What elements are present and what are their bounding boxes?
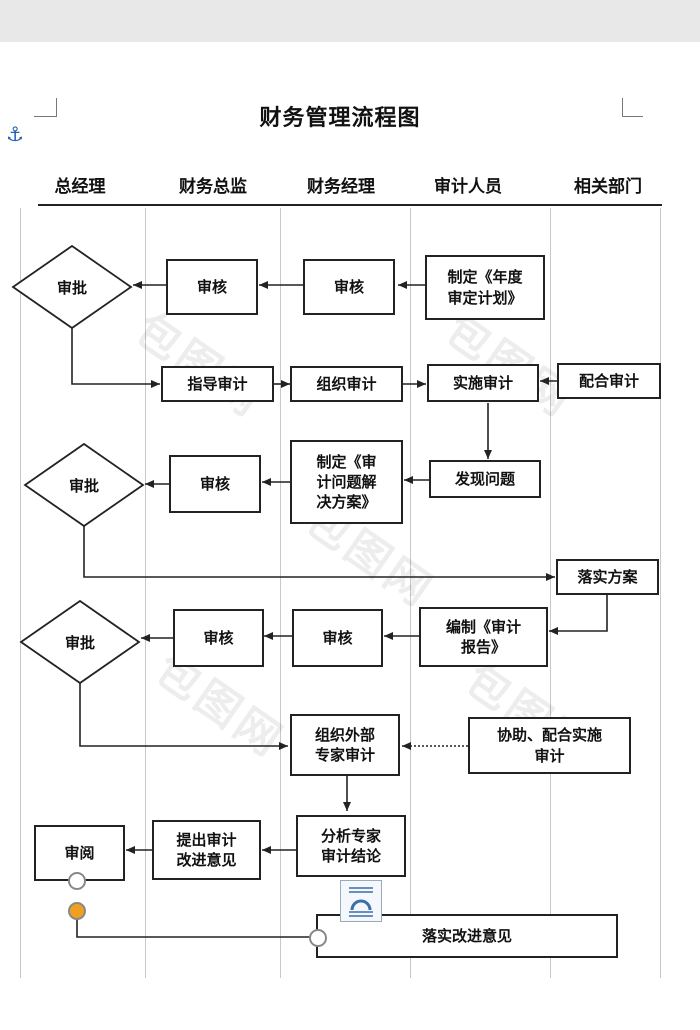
arrow-approve-to-guide bbox=[71, 328, 160, 388]
process-box: 发现问题 bbox=[429, 460, 541, 498]
process-box: 审核 bbox=[303, 259, 395, 315]
header-rule bbox=[38, 204, 662, 206]
process-box: 编制《审计 报告》 bbox=[419, 607, 548, 667]
lane-separator bbox=[550, 208, 551, 978]
process-box: 审核 bbox=[292, 609, 383, 667]
process-box: 制定《审 计问题解 决方案》 bbox=[290, 440, 403, 524]
arrow-implement-plan-to-report bbox=[549, 594, 608, 635]
process-box: 制定《年度 审定计划》 bbox=[425, 255, 545, 320]
process-box: 落实方案 bbox=[556, 559, 659, 595]
anchor-icon[interactable]: ⚓ bbox=[6, 122, 24, 146]
resize-handle[interactable] bbox=[68, 872, 86, 890]
decision-label: 审批 bbox=[56, 279, 87, 297]
process-box: 审核 bbox=[169, 455, 261, 513]
lane-separator bbox=[280, 208, 281, 978]
process-box: 分析专家 审计结论 bbox=[296, 815, 406, 877]
lane-separator bbox=[410, 208, 411, 978]
layout-options-icon[interactable] bbox=[340, 880, 382, 922]
lane-header-finance-director: 财务总监 bbox=[179, 177, 247, 197]
process-box: 协助、配合实施 审计 bbox=[468, 717, 631, 774]
process-box: 审核 bbox=[173, 609, 264, 667]
process-box: 实施审计 bbox=[427, 364, 539, 402]
crop-mark-left bbox=[34, 98, 57, 117]
lane-separator bbox=[20, 208, 21, 978]
arrow-approve-to-implement-plan bbox=[83, 526, 555, 581]
arrow-approve-to-external-audit bbox=[79, 683, 288, 750]
page-title: 财务管理流程图 bbox=[259, 106, 421, 131]
adjust-handle[interactable] bbox=[68, 902, 86, 920]
lane-separator bbox=[660, 208, 661, 978]
layout-options-glyph bbox=[349, 887, 373, 917]
decision-label: 审批 bbox=[68, 477, 99, 495]
lane-header-auditor: 审计人员 bbox=[434, 177, 502, 197]
process-box: 配合审计 bbox=[557, 363, 661, 399]
process-box: 指导审计 bbox=[161, 366, 274, 402]
lane-header-finance-manager: 财务经理 bbox=[307, 177, 375, 197]
lane-header-related-departments: 相关部门 bbox=[574, 177, 642, 197]
process-box: 组织外部 专家审计 bbox=[290, 714, 400, 776]
process-box: 审阅 bbox=[34, 825, 125, 881]
process-box: 审核 bbox=[166, 259, 258, 315]
process-box: 落实改进意见 bbox=[316, 914, 618, 958]
connector-review-to-implement-suggestions bbox=[76, 913, 316, 938]
lane-separator bbox=[145, 208, 146, 978]
crop-mark-right bbox=[622, 98, 643, 117]
process-box: 提出审计 改进意见 bbox=[152, 820, 261, 880]
top-toolbar-strip bbox=[0, 0, 700, 42]
resize-handle[interactable] bbox=[309, 929, 327, 947]
process-box: 组织审计 bbox=[290, 366, 403, 402]
decision-label: 审批 bbox=[64, 634, 95, 652]
lane-header-general-manager: 总经理 bbox=[54, 177, 106, 197]
